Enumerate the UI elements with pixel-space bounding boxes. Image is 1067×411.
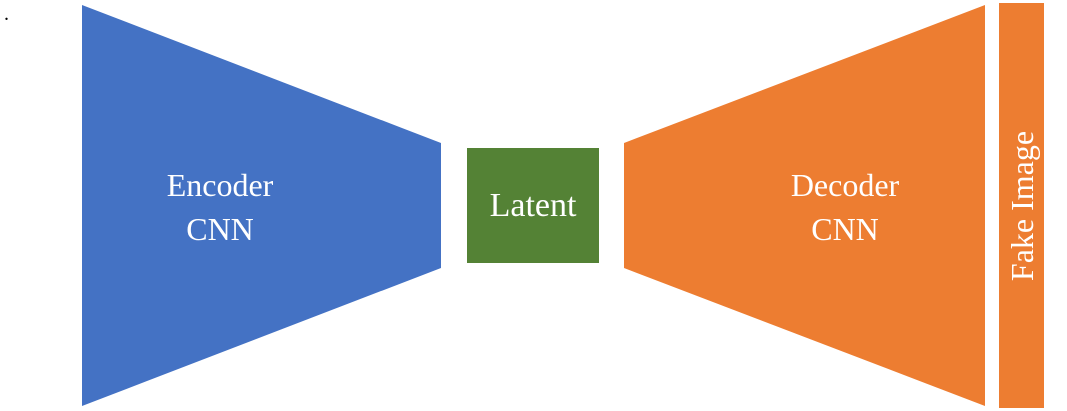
encoder-label-line1: Encoder: [166, 167, 274, 203]
encoder-trapezoid: [82, 5, 441, 406]
latent-label: Latent: [489, 186, 577, 224]
corner-marker: .: [4, 3, 9, 25]
decoder-label: Decoder CNN: [745, 163, 945, 251]
decoder-label-line2: CNN: [811, 211, 879, 247]
latent-box: Latent: [467, 148, 599, 263]
encoder-label: Encoder CNN: [120, 163, 320, 251]
decoder-trapezoid: [624, 5, 985, 406]
fake-image-bar: Fake Image: [999, 3, 1044, 408]
encoder-label-line2: CNN: [186, 211, 254, 247]
fake-image-label: Fake Image: [1003, 130, 1040, 281]
decoder-label-line1: Decoder: [790, 167, 900, 203]
